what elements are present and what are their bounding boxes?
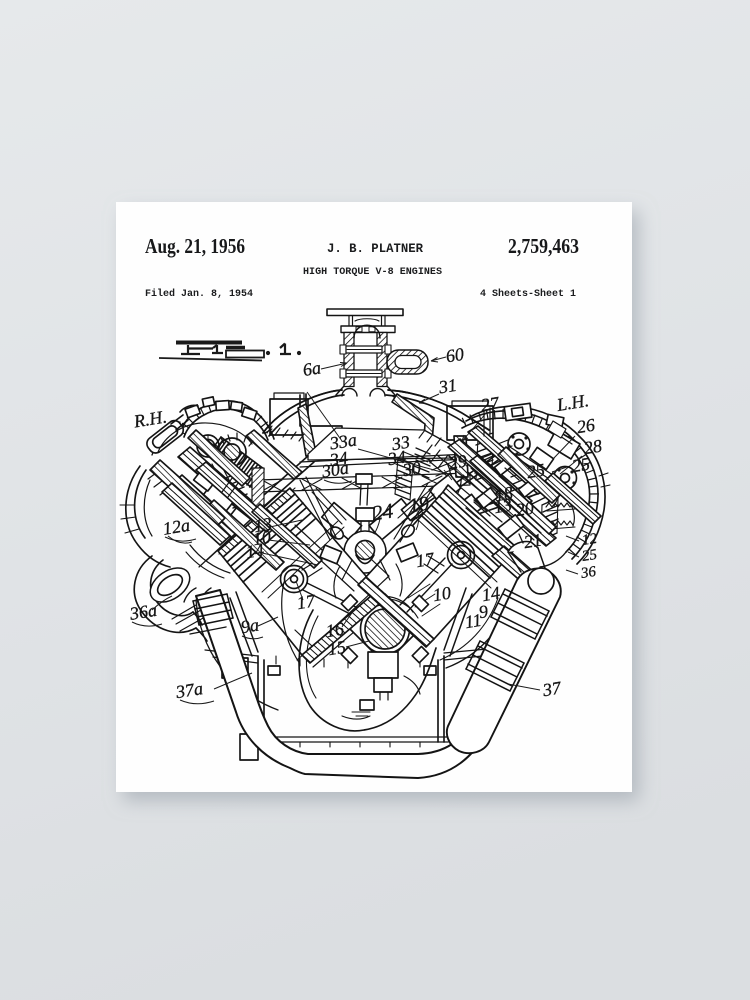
- svg-text:J. B. PLATNER: J. B. PLATNER: [327, 241, 423, 256]
- svg-text:36: 36: [579, 564, 598, 582]
- svg-text:17: 17: [414, 548, 436, 571]
- svg-text:25: 25: [581, 547, 599, 565]
- svg-text:Aug. 21, 1956: Aug. 21, 1956: [145, 234, 245, 258]
- svg-text:17: 17: [295, 590, 317, 613]
- svg-text:13: 13: [492, 495, 513, 518]
- svg-text:25: 25: [525, 460, 546, 483]
- svg-text:10: 10: [251, 527, 272, 550]
- svg-text:27: 27: [479, 393, 501, 416]
- svg-text:30: 30: [400, 458, 422, 481]
- svg-text:14: 14: [480, 583, 501, 606]
- svg-text:10: 10: [431, 583, 452, 606]
- svg-text:HIGH TORQUE V-8 ENGINES: HIGH TORQUE V-8 ENGINES: [303, 266, 442, 278]
- svg-text:15: 15: [326, 637, 347, 660]
- svg-text:12: 12: [581, 531, 599, 549]
- svg-text:13: 13: [252, 514, 273, 537]
- svg-text:9a: 9a: [239, 615, 260, 638]
- svg-text:4 Sheets-Sheet 1: 4 Sheets-Sheet 1: [480, 288, 576, 300]
- svg-text:12a: 12a: [161, 515, 191, 539]
- svg-text:18: 18: [493, 483, 514, 506]
- svg-text:19: 19: [407, 493, 430, 518]
- svg-text:11: 11: [463, 610, 483, 632]
- svg-text:6a: 6a: [301, 357, 322, 380]
- svg-text:26: 26: [575, 415, 596, 438]
- svg-text:20: 20: [514, 498, 535, 521]
- svg-text:37: 37: [540, 677, 563, 700]
- svg-text:30a: 30a: [319, 457, 350, 481]
- svg-text:60: 60: [444, 344, 465, 367]
- svg-text:31: 31: [436, 375, 458, 398]
- svg-text:37a: 37a: [173, 678, 204, 702]
- svg-text:34: 34: [385, 447, 407, 470]
- svg-text:14: 14: [244, 540, 265, 563]
- svg-text:Filed Jan. 8, 1954: Filed Jan. 8, 1954: [145, 288, 253, 300]
- svg-text:16: 16: [324, 619, 345, 642]
- svg-text:25: 25: [570, 454, 591, 477]
- svg-text:33: 33: [389, 432, 411, 455]
- svg-text:36a: 36a: [127, 600, 158, 624]
- svg-text:24: 24: [370, 498, 395, 525]
- svg-text:21: 21: [522, 530, 543, 553]
- svg-text:29: 29: [447, 451, 468, 474]
- svg-text:2,759,463: 2,759,463: [508, 234, 579, 258]
- svg-text:28: 28: [582, 436, 603, 459]
- svg-text:34: 34: [327, 448, 349, 471]
- svg-text:9: 9: [477, 601, 489, 622]
- svg-text:33a: 33a: [327, 429, 358, 453]
